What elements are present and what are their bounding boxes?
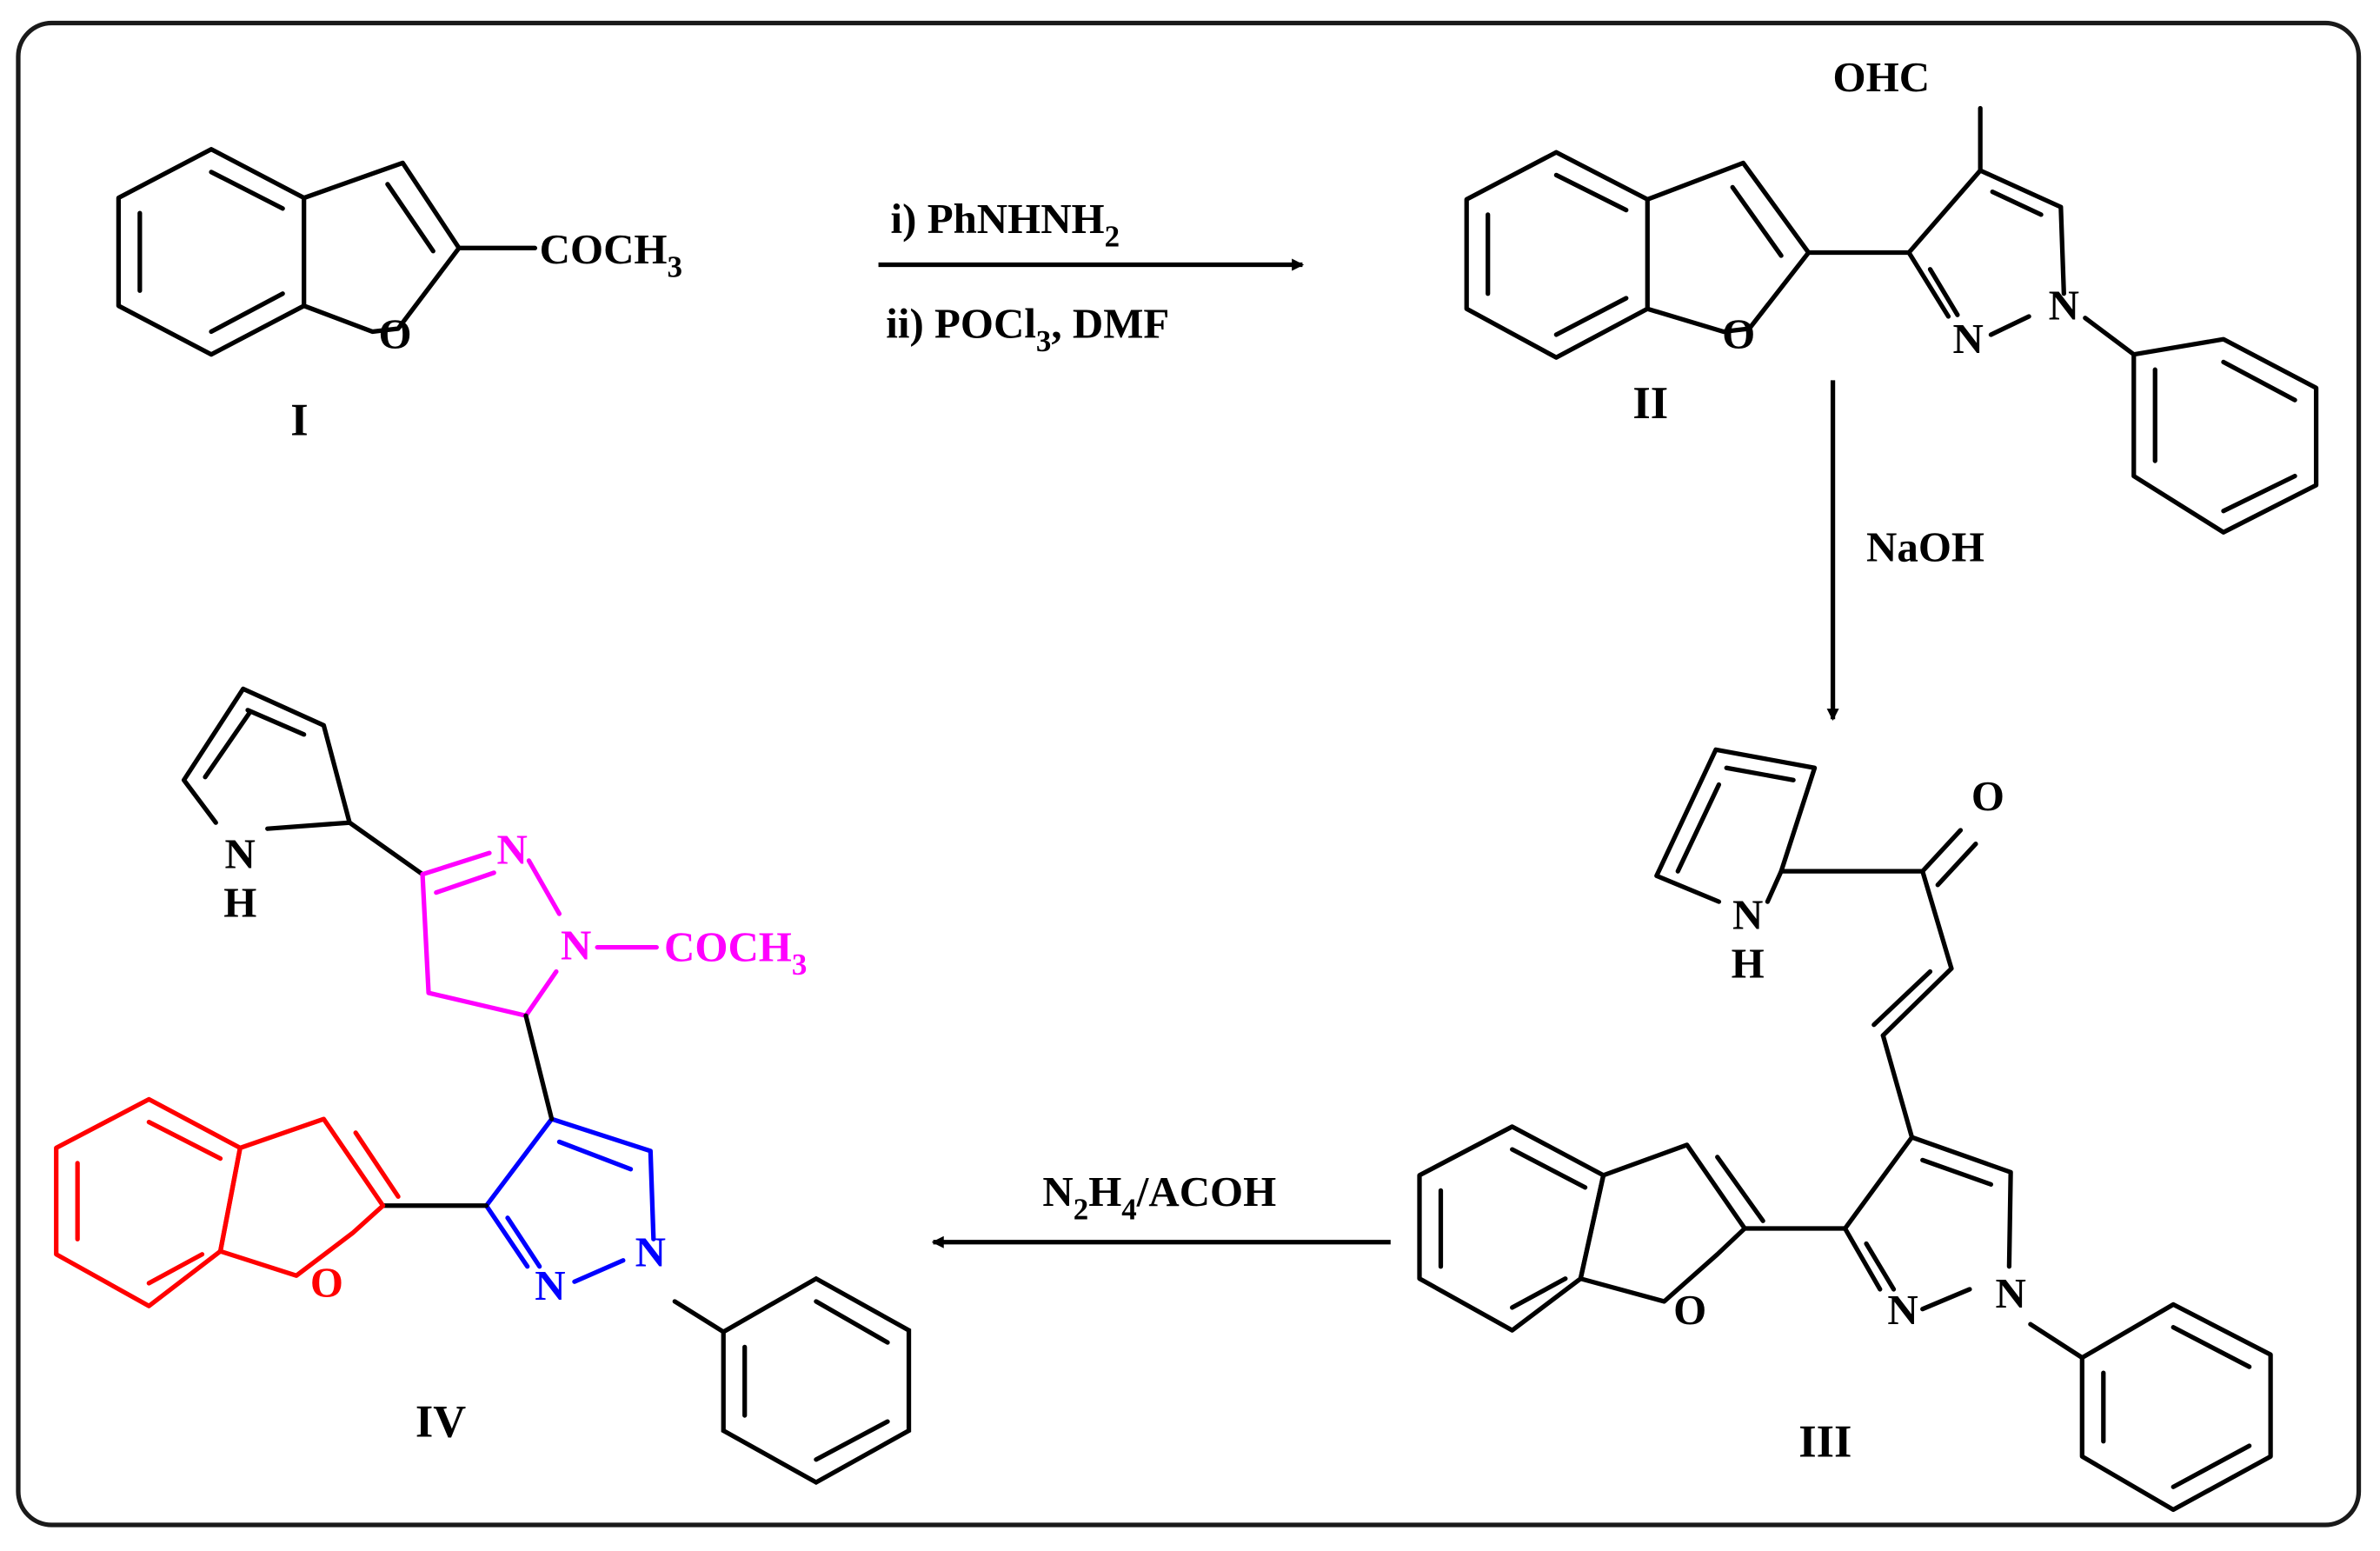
- compound-I-label: I: [290, 395, 308, 445]
- compound-IV-pyrazoline-N2: N: [497, 825, 528, 873]
- compound-I: [116, 147, 538, 357]
- compound-II: [1464, 105, 2319, 535]
- compound-III-N1: N: [1995, 1269, 2025, 1317]
- step3-reagent: N2H4/ACOH: [1042, 1168, 1276, 1227]
- compound-IV-linkers: [380, 1013, 912, 1486]
- compound-IV-N1: N: [635, 1228, 666, 1276]
- compound-I-ring-oxygen: O: [379, 310, 412, 358]
- compound-IV-N2: N: [535, 1261, 565, 1309]
- compound-IV-label: IV: [416, 1397, 466, 1448]
- compound-II-ring-oxygen: O: [1722, 310, 1755, 358]
- compound-IV-benzofuran: [54, 1096, 401, 1308]
- compound-I-substituent: COCH3: [540, 225, 682, 284]
- compound-III-pyrrole-N: N: [1732, 891, 1763, 939]
- compound-IV-acetyl: COCH3: [664, 922, 807, 982]
- compound-IV-pyrrole-H: H: [223, 879, 256, 927]
- scheme-frame: [16, 20, 2362, 1528]
- compound-IV-pyrrole: [181, 686, 425, 877]
- compound-II-N1: N: [2049, 281, 2079, 329]
- compound-II-label: II: [1632, 378, 1668, 429]
- compound-III-pyrrole-H: H: [1732, 940, 1765, 988]
- compound-IV-pyrrole-N: N: [225, 830, 256, 878]
- compound-III-ring-oxygen: O: [1673, 1286, 1706, 1334]
- step1-reagent-line2: ii) POCl3, DMF: [886, 299, 1169, 358]
- step1-reagent-line1: i) PhNHNH2: [891, 195, 1120, 254]
- compound-IV-pyrazoline-N1: N: [561, 922, 591, 969]
- compound-II-N2: N: [1953, 315, 1984, 363]
- compound-III: [1417, 747, 2273, 1513]
- compound-IV-pyrazoline: [420, 850, 659, 1018]
- step2-reagent: NaOH: [1866, 523, 1984, 570]
- compound-IV-ring-oxygen: O: [310, 1259, 343, 1307]
- compound-III-N2: N: [1887, 1286, 1918, 1334]
- compound-II-aldehyde: OHC: [1833, 53, 1930, 101]
- compound-IV-pyrazole: [483, 1116, 656, 1284]
- compound-III-label: III: [1798, 1416, 1851, 1467]
- compound-III-carbonyl-oxygen: O: [1971, 772, 2004, 820]
